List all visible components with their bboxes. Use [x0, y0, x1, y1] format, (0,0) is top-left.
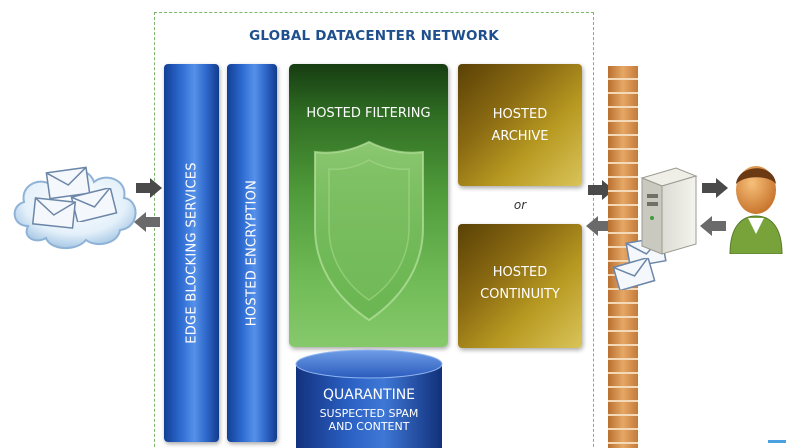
hosted-archive-label: HOSTED ARCHIVE: [458, 104, 582, 148]
or-label: or: [513, 198, 527, 212]
firewall-icon: [608, 66, 638, 448]
edge-marker: [768, 440, 786, 443]
arrow-left-icon: [700, 216, 726, 236]
hosted-continuity-line1: HOSTED: [492, 265, 548, 280]
quarantine-subtitle: SUSPECTED SPAM AND CONTENT: [292, 407, 446, 433]
quarantine-sub-line2: AND CONTENT: [328, 420, 410, 433]
hosted-encryption-label: HOSTED ENCRYPTION: [244, 179, 260, 327]
quarantine-sub-line1: SUSPECTED SPAM: [319, 407, 419, 420]
quarantine-database-icon: [295, 349, 443, 448]
email-envelope-icon: [612, 258, 656, 290]
arrow-right-icon: [702, 178, 728, 198]
mail-server-icon: [640, 167, 698, 255]
hosted-archive-line1: HOSTED: [492, 107, 548, 122]
email-envelope-icon: [45, 166, 91, 200]
shield-icon: [314, 140, 424, 322]
email-envelope-icon: [70, 188, 118, 222]
edge-blocking-services-block: EDGE BLOCKING SERVICES: [164, 64, 219, 442]
hosted-continuity-label: HOSTED CONTINUITY: [458, 262, 582, 306]
arrow-right-icon: [588, 180, 614, 200]
email-envelope-icon: [31, 197, 77, 229]
hosted-archive-line2: ARCHIVE: [491, 129, 549, 144]
edge-blocking-label: EDGE BLOCKING SERVICES: [184, 162, 199, 344]
hosted-continuity-line2: CONTINUITY: [480, 287, 560, 302]
hosted-continuity-block: HOSTED CONTINUITY: [458, 224, 582, 348]
arrow-right-icon: [136, 178, 162, 198]
hosted-filtering-label: HOSTED FILTERING: [306, 106, 431, 121]
user-icon: [729, 166, 783, 254]
arrow-left-icon: [586, 216, 612, 236]
hosted-filtering-block: HOSTED FILTERING: [289, 64, 448, 347]
arrow-left-icon: [134, 212, 160, 232]
hosted-encryption-block: HOSTED ENCRYPTION: [227, 64, 277, 442]
quarantine-title: QUARANTINE: [322, 387, 416, 403]
network-title: GLOBAL DATACENTER NETWORK: [249, 28, 499, 44]
hosted-archive-block: HOSTED ARCHIVE: [458, 64, 582, 186]
